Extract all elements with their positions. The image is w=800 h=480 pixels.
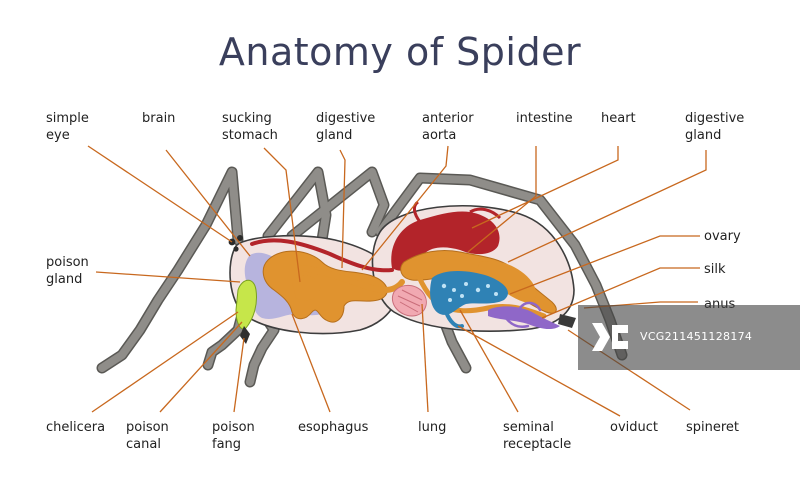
seminal-receptacle-shape — [430, 271, 509, 315]
label-poison-fang: poison fang — [212, 420, 255, 452]
leader-intestine — [467, 146, 537, 253]
leader-poison-canal — [159, 321, 243, 413]
label-ovary: ovary — [704, 229, 741, 244]
simple-eye-icon — [233, 246, 239, 252]
watermark-text: VCG211451128174 — [640, 330, 753, 343]
leader-oviduct — [457, 325, 621, 417]
spinneret-shape — [558, 314, 576, 328]
label-poison-gland: poison gland — [46, 255, 89, 287]
leader-lines — [87, 145, 707, 417]
label-chelicera: chelicera — [46, 420, 106, 435]
label-sucking-stomach: sucking stomach — [222, 111, 278, 143]
silk-gland-detail — [504, 301, 542, 328]
silk-gland-shape — [488, 306, 560, 330]
seminal-receptacle-dots — [441, 282, 498, 302]
leader-chelicera — [91, 311, 239, 413]
leader-silk — [541, 267, 700, 319]
leader-poison-gland — [95, 271, 241, 283]
intestine-shape — [400, 249, 557, 314]
label-digestive-gland-rear: digestive gland — [685, 111, 745, 143]
lung-lamellae — [397, 289, 423, 313]
leader-ovary — [509, 235, 700, 295]
internal-organs — [235, 200, 576, 344]
leader-brain — [165, 149, 251, 257]
watermark-overlay: VCG211451128174 — [578, 305, 800, 370]
label-heart: heart — [601, 111, 636, 126]
vcg-logo-icon — [592, 323, 628, 351]
label-anterior-aorta: anterior aorta — [422, 111, 474, 143]
poison-gland-shape — [235, 279, 257, 330]
label-lung: lung — [418, 420, 447, 435]
leader-esophagus — [291, 313, 331, 413]
label-silk: silk — [704, 262, 726, 277]
simple-eye-icon — [237, 235, 243, 241]
label-poison-canal: poison canal — [126, 420, 169, 452]
label-simple-eye: simple eye — [46, 111, 89, 143]
diagram-title: Anatomy of Spider — [218, 30, 582, 74]
label-digestive-gland-front: digestive gland — [316, 111, 376, 143]
anterior-aorta-shape — [250, 238, 394, 273]
leader-seminal-receptacle — [459, 309, 519, 413]
label-esophagus: esophagus — [298, 420, 369, 435]
label-oviduct: oviduct — [610, 420, 658, 435]
sucking-stomach-shape — [292, 275, 321, 301]
esophagus-shape — [299, 265, 405, 293]
leader-digestive-gland-front — [339, 149, 346, 269]
front-digestive-gland-shape — [262, 250, 388, 323]
leader-heart — [471, 146, 619, 229]
oviduct-shape — [444, 310, 464, 329]
label-seminal-receptacle: seminal receptacle — [503, 420, 572, 452]
leader-poison-fang — [233, 337, 245, 413]
label-intestine: intestine — [516, 111, 573, 126]
leader-sucking-stomach — [263, 147, 301, 283]
poison-fang-shape — [240, 326, 250, 344]
label-brain: brain — [142, 111, 176, 126]
leader-anterior-aorta — [361, 145, 449, 271]
leader-digestive-gland-rear — [507, 150, 707, 263]
leader-lung — [421, 303, 429, 413]
label-spineret: spineret — [686, 420, 740, 435]
leader-simple-eye — [87, 145, 233, 243]
rear-digestive-gland-shape — [477, 260, 537, 303]
